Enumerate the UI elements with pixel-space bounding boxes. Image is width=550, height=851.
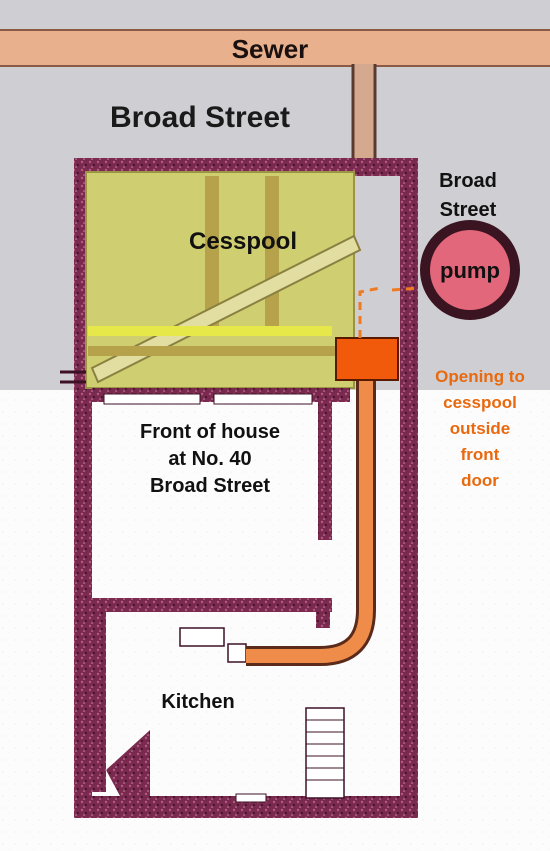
partition-wall-middle (92, 598, 332, 612)
cesspool-beam-diagonal (90, 234, 362, 384)
cesspool-beam-vertical-2 (265, 176, 279, 336)
cesspool-label: Cesspool (189, 228, 297, 255)
kitchen-wall-left (92, 612, 106, 792)
partition-wall-front-room (318, 400, 332, 540)
kitchen-fixture-1 (179, 627, 225, 647)
house-label-line-2: at No. 40 (168, 448, 251, 470)
pump (430, 230, 510, 310)
cesspool-opening (335, 337, 399, 381)
broad-street-side-label-2: Street (440, 199, 497, 221)
opening-label-line-2: cesspool (443, 393, 517, 412)
house-label-line-3: Broad Street (150, 475, 270, 497)
front-window-left (103, 393, 201, 405)
stairs (305, 707, 345, 799)
back-window (235, 793, 267, 803)
house-label-line-1: Front of house (140, 421, 280, 443)
house-drain-pipe (246, 340, 373, 663)
seepage-path (358, 286, 421, 338)
cesspool-beam-horizontal-top (88, 326, 332, 336)
partition-wall-stub (316, 598, 330, 628)
opening-label-line-4: front (461, 445, 500, 464)
cesspool-beam-vertical-1 (205, 176, 219, 336)
opening-label-line-3: outside (450, 419, 510, 438)
kitchen-chimney (106, 730, 150, 796)
sewer-label: Sewer (232, 34, 309, 64)
cesspool-beam-horizontal-bottom (88, 346, 356, 356)
front-window-right (213, 393, 313, 405)
broad-street-side-label-1: Broad (439, 170, 497, 192)
kitchen-fixture-2 (227, 643, 247, 663)
opening-label-line-1: Opening to (435, 367, 525, 386)
pump-label: pump (440, 258, 500, 283)
sewer-pipe (0, 30, 550, 66)
kitchen-label: Kitchen (161, 691, 234, 713)
opening-label-line-5: door (461, 471, 499, 490)
broad-street-label: Broad Street (110, 101, 290, 134)
